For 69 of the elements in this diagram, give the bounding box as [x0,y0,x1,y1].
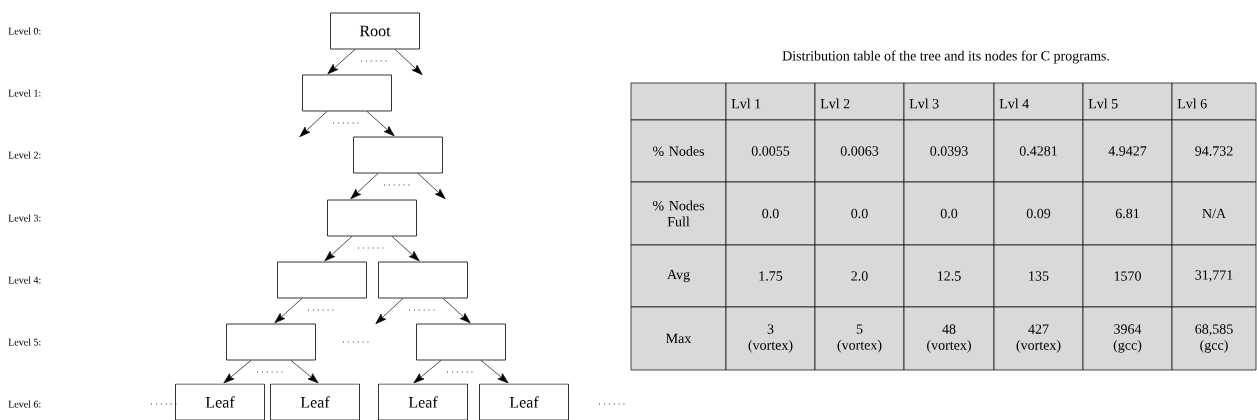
table-cell: 6.81 [1082,181,1173,246]
table-cell: % Nodes Full [630,181,727,246]
empty-node-box [302,74,392,112]
table-cell: 68,585 (gcc) [1171,306,1257,371]
empty-node-box [327,199,417,237]
table-cell: N/A [1171,181,1257,246]
tree-node-box: Leaf [270,383,360,420]
table-cell: 4.9427 [1082,119,1173,183]
level-label: Level 4: [8,276,41,284]
table-cell: 3964 (gcc) [1082,306,1173,371]
table-cell: 12.5 [903,244,995,308]
table-cell: Lvl 3 [903,82,995,121]
tree-node-box: Leaf [378,383,468,420]
table-cell: Lvl 6 [1171,82,1257,121]
level-label: Level 3: [8,214,41,222]
arrow [413,360,442,384]
table-cell: 5 (vortex) [814,306,905,371]
tree-node-box: Leaf [175,383,265,420]
level-label: Level 1: [8,89,41,97]
arrow [417,173,446,199]
arrow [327,49,356,75]
table-cell: 0.09 [993,181,1084,246]
arrow [394,49,423,75]
table-cell: 1570 [1082,244,1173,308]
empty-node-box [416,323,506,361]
table-cell: Lvl 5 [1082,82,1173,121]
arrow [442,298,471,324]
table-cell: 0.4281 [993,119,1084,183]
empty-node-box [353,136,443,174]
table-cell: 48 (vortex) [903,306,995,371]
level-label: Level 5: [8,338,41,346]
table-cell: 0.0393 [903,119,995,183]
table-cell: 0.0 [814,181,905,246]
arrow [480,360,509,384]
table-cell: Lvl 4 [993,82,1084,121]
table-cell: Max [630,306,727,371]
tree-node-box: Leaf [479,383,569,420]
table-caption: Distribution table of the tree and its nodes for C programs. [782,50,1109,64]
arrow [391,236,420,262]
empty-node-box [378,261,468,299]
empty-node-box [226,323,316,361]
arrow [299,111,328,137]
tree-node-box: Root [330,12,420,50]
table-cell: Lvl 2 [814,82,905,121]
table-cell: 3 (vortex) [725,306,816,371]
table-cell: 2.0 [814,244,905,308]
table-cell: 0.0 [725,181,816,246]
arrow [223,360,252,384]
level-label: Level 6: [8,400,41,408]
table-cell: 31,771 [1171,244,1257,308]
table-cell: 1.75 [725,244,816,308]
table-cell: % Nodes [630,119,727,183]
arrow [350,173,379,200]
level-label: Level 0: [8,27,41,35]
table-cell: 0.0063 [814,119,905,183]
arrow [366,111,395,137]
arrow [324,236,353,262]
table-cell: 0.0055 [725,119,816,183]
table-cell: 0.0 [903,181,995,246]
level-label: Level 2: [8,151,41,159]
table-cell: 135 [993,244,1084,308]
table-cell: 427 (vortex) [993,306,1084,371]
table-cell: Avg [630,244,727,308]
table-cell: 94.732 [1171,119,1257,183]
table-cell: Lvl 1 [725,82,816,121]
arrow [274,298,303,324]
arrow [290,360,319,384]
arrow [375,298,404,324]
empty-node-box [277,261,367,299]
